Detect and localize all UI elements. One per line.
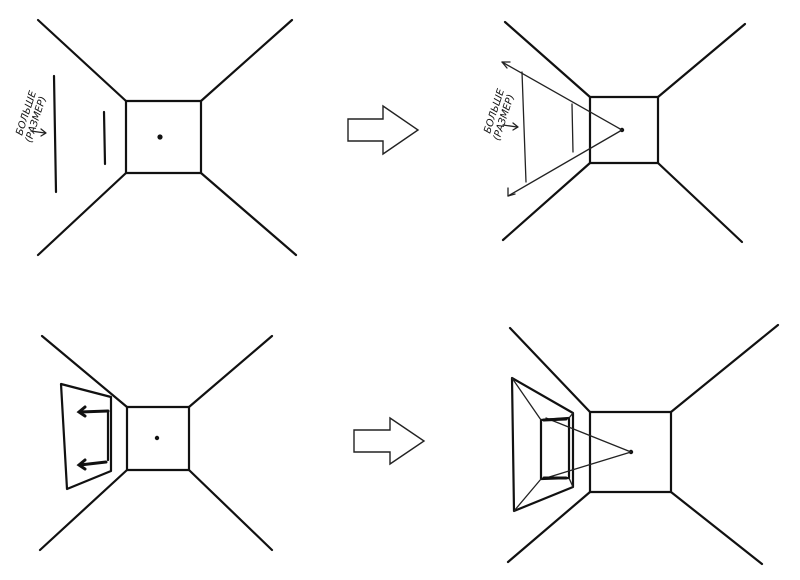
corridor-edge [36, 171, 128, 257]
panel-bottom-left-bg [30, 320, 305, 575]
wall-edge-near [521, 71, 527, 183]
corridor-edge [199, 18, 294, 103]
corridor-edge [656, 161, 744, 244]
corridor-edge [40, 334, 129, 409]
note-arrow [502, 124, 518, 128]
door-frame [59, 382, 113, 491]
back-wall-square [125, 405, 191, 472]
back-wall-square [124, 99, 203, 175]
door-arrow-bottom [78, 460, 108, 467]
projection-arrowhead-bottom [507, 187, 516, 197]
corridor-edge [508, 326, 592, 414]
panel-top-right: БОЛЬШЕ (РАЗМЕР) [465, 10, 780, 275]
back-wall-square [588, 95, 660, 165]
note-arrowhead [40, 128, 47, 137]
projection-line-top [545, 417, 632, 453]
door-arrow-top [78, 409, 110, 414]
vanishing-point [157, 134, 163, 140]
note-arrowhead [512, 122, 519, 131]
corridor-edge [669, 323, 780, 414]
wall-edge-near [52, 74, 58, 194]
corridor-edge [503, 20, 592, 99]
corridor-edge [199, 171, 298, 257]
door-depth-lines [511, 377, 574, 512]
door-arrowhead-top [76, 405, 87, 418]
corridor-edge [669, 490, 764, 566]
corridor-edge [506, 490, 592, 564]
projection-line-bottom [545, 451, 632, 479]
panel-top-left: БОЛЬШЕ (РАЗМЕР) [14, 10, 305, 270]
panel-top-right-bg [465, 10, 780, 275]
corridor-edge [656, 22, 747, 99]
projection-line-top [501, 61, 623, 131]
door-arrow-top [542, 417, 568, 422]
note-arrow [30, 130, 46, 134]
door-arrowhead-bottom [76, 458, 87, 471]
corridor-edge [38, 468, 129, 552]
vanishing-point [154, 435, 160, 441]
projection-line-bottom [507, 129, 623, 197]
wall-edge-far [102, 110, 107, 166]
transition-arrow-top [347, 104, 420, 156]
panel-bottom-right [490, 315, 790, 577]
corridor-edge [187, 334, 274, 409]
panel-bottom-left [30, 320, 305, 575]
corridor-edge [501, 161, 592, 242]
corridor-edge [36, 18, 128, 103]
projection-arrowhead-top [501, 61, 511, 69]
back-wall-square [588, 410, 673, 494]
corridor-edge [187, 468, 274, 552]
wall-edge-far [571, 103, 574, 153]
transition-arrow-bottom [353, 416, 426, 466]
